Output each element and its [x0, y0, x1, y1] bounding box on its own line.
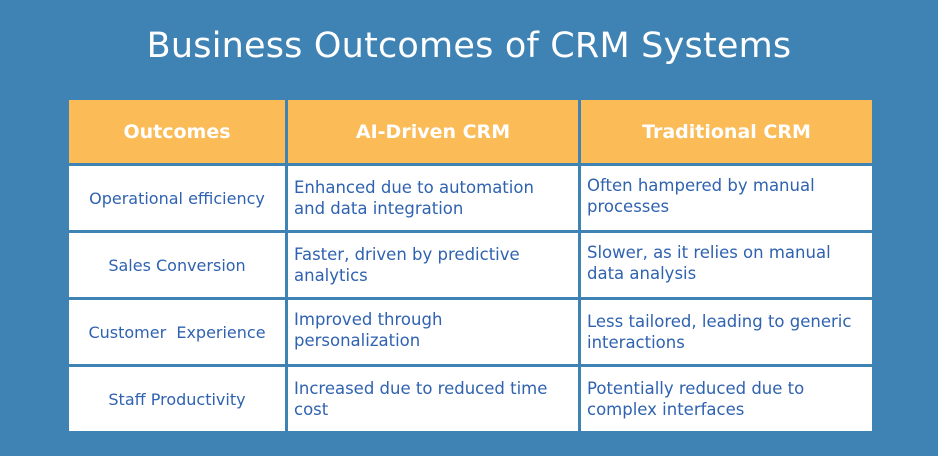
- header-row: Outcomes AI-Driven CRM Traditional CRM: [69, 100, 872, 163]
- table-row: Staff Productivity Increased due to redu…: [69, 367, 872, 431]
- table-row: Customer Experience Improved through per…: [69, 300, 872, 364]
- header-outcomes: Outcomes: [69, 100, 285, 163]
- ai-crm-cell: Enhanced due to automation and data inte…: [288, 166, 578, 230]
- outcome-cell: Customer Experience: [69, 300, 285, 364]
- page-title: Business Outcomes of CRM Systems: [146, 26, 792, 66]
- header-ai-driven-crm: AI-Driven CRM: [288, 100, 578, 163]
- table-row: Sales Conversion Faster, driven by predi…: [69, 233, 872, 297]
- ai-crm-cell: Faster, driven by predictive analytics: [288, 233, 578, 297]
- outcome-cell: Staff Productivity: [69, 367, 285, 431]
- ai-crm-cell: Improved through personalization: [288, 300, 578, 364]
- ai-crm-cell: Increased due to reduced time cost: [288, 367, 578, 431]
- traditional-crm-cell: Less tailored, leading to generic intera…: [581, 300, 872, 364]
- traditional-crm-cell: Often hampered by manual processes: [581, 166, 872, 230]
- comparison-table: Outcomes AI-Driven CRM Traditional CRM O…: [66, 97, 875, 434]
- outcome-cell: Operational efficiency: [69, 166, 285, 230]
- table-row: Operational efficiency Enhanced due to a…: [69, 166, 872, 230]
- header-traditional-crm: Traditional CRM: [581, 100, 872, 163]
- outcome-cell: Sales Conversion: [69, 233, 285, 297]
- traditional-crm-cell: Potentially reduced due to complex inter…: [581, 367, 872, 431]
- traditional-crm-cell: Slower, as it relies on manual data anal…: [581, 233, 872, 297]
